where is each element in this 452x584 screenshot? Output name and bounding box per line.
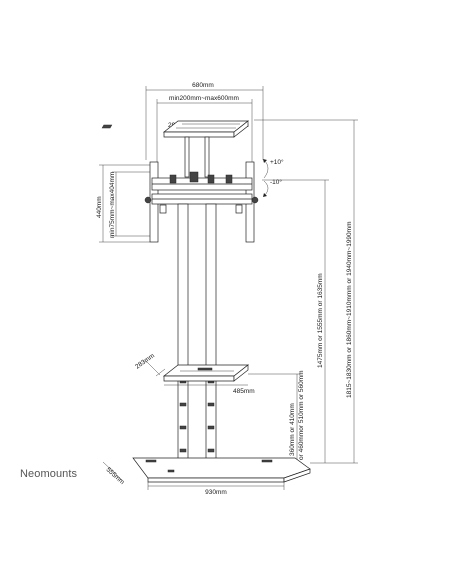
shelf-height-dimension: 360mm or 410mm or 460mmor 510mm or 560mm xyxy=(248,370,305,463)
base-width-label: 930mm xyxy=(205,489,227,496)
tv-bracket xyxy=(144,161,259,243)
stand-poles xyxy=(177,203,217,461)
top-shelf xyxy=(101,120,250,178)
shelf-height-label-1: 360mm or 410mm xyxy=(289,403,296,456)
vesa-width-label: min200mm~max600mm xyxy=(169,95,239,102)
vesa-height-label: min75mm~max404mm xyxy=(109,172,116,238)
shelf-height-label-2: or 460mmor 510mm or 560mm xyxy=(298,370,305,460)
bracket-height-label: 440mm xyxy=(96,196,103,218)
tilt-down-label: -10° xyxy=(270,178,282,186)
tilt-indicator: +10° -10° xyxy=(263,158,284,197)
tilt-up-label: +10° xyxy=(270,158,284,166)
overall-width-dimension: 680mm xyxy=(145,82,264,160)
vesa-width-dimension: min200mm~max600mm xyxy=(156,95,253,165)
stand-base: 555mm 930mm xyxy=(102,457,311,496)
mid-shelf-width-label: 485mm xyxy=(233,388,255,395)
overall-width-label: 680mm xyxy=(192,82,214,89)
mid-shelf: 283mm 485mm xyxy=(134,352,255,395)
bracket-height-dimension: 440mm min75mm~max404mm xyxy=(96,164,150,243)
total-height-label: 1815~1830mm or 1860mm~1910mmm or 1940mm~… xyxy=(346,222,353,399)
mount-height-dimension: 1475mm or 1555mm or 1635mm xyxy=(262,179,329,463)
base-depth-label: 555mm xyxy=(105,466,126,486)
total-height-dimension: 1815~1830mm or 1860mm~1910mmm or 1940mm~… xyxy=(254,119,358,464)
mount-height-label: 1475mm or 1555mm or 1635mm xyxy=(317,273,324,368)
brand-logo-text: Neomounts xyxy=(20,468,78,480)
